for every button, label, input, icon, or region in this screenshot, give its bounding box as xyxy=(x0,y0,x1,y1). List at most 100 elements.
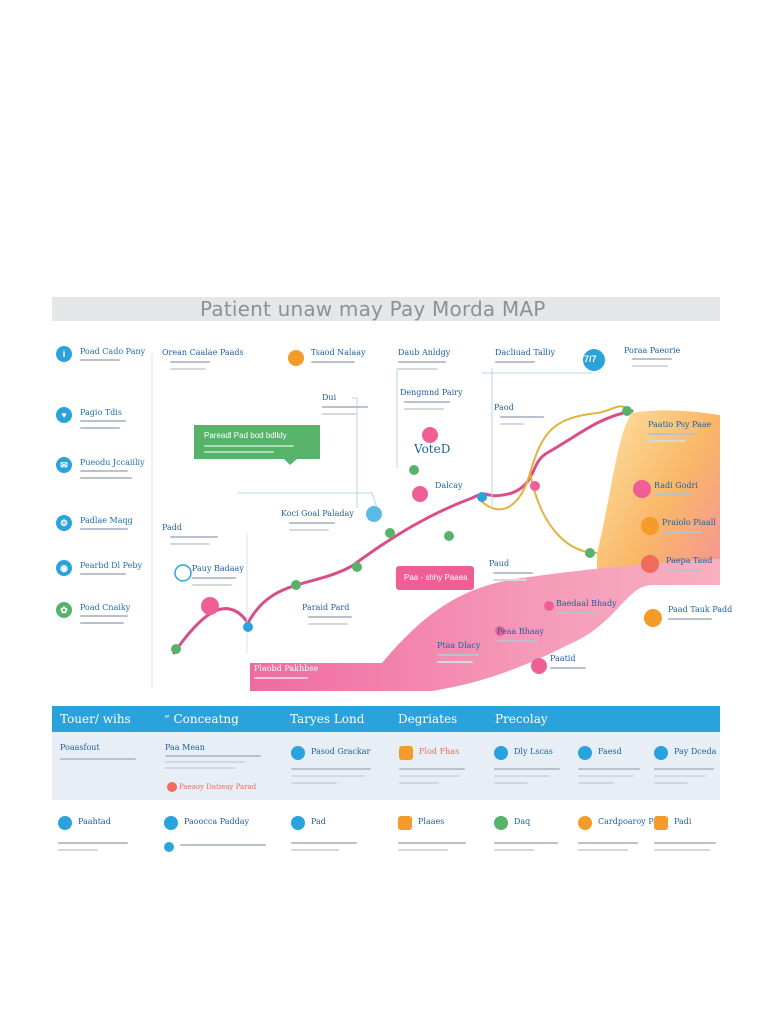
cell-note: Paeaoy Datieay Parad xyxy=(179,783,257,791)
band-label: Precolay xyxy=(495,712,548,726)
stage-label: Pauy Badaay xyxy=(192,564,244,573)
orange-icon xyxy=(641,517,659,535)
text-line xyxy=(80,573,126,575)
cell-title: Flod Fhas xyxy=(419,747,460,756)
text-line xyxy=(289,522,335,524)
path-node xyxy=(585,548,595,558)
orange-icon xyxy=(641,555,659,573)
text-line xyxy=(165,755,261,757)
badge-label: 7/7 xyxy=(584,354,597,364)
gold-path xyxy=(477,405,628,511)
stage-label: Peaa Bhaay xyxy=(497,627,544,636)
star-icon xyxy=(399,746,413,760)
journey-map: i Poad Cado Pany ♥ Pagio Tdis ✉ Pueodu J… xyxy=(52,323,732,695)
pink-banner: Paa - shhy Paaea xyxy=(404,573,468,582)
stage-label: Dengmnd Pairy xyxy=(400,388,463,397)
band-label-text: Conceatng xyxy=(173,712,239,726)
stage-label: Paad Tauk Padd xyxy=(668,605,733,614)
text-line xyxy=(399,775,459,777)
gold-path-2 xyxy=(529,472,598,554)
text-line xyxy=(170,536,218,538)
text-line xyxy=(654,782,688,784)
path-node xyxy=(530,481,540,491)
location-icon xyxy=(654,746,668,760)
stage-label: Paud xyxy=(489,559,510,568)
heart-icon: ♥ xyxy=(56,407,72,423)
text-line xyxy=(165,767,235,769)
legend-label: Poad Cado Pany xyxy=(80,347,146,356)
cell-title: Padi xyxy=(674,817,692,826)
text-line xyxy=(399,782,439,784)
text-line xyxy=(308,616,352,618)
cell-title: Paoocca Padday xyxy=(184,817,250,826)
text-line xyxy=(494,849,534,851)
band-label: Touer/ wihs xyxy=(60,712,131,726)
text-line xyxy=(60,758,136,760)
legend-label: Padlae Maqg xyxy=(80,516,133,525)
heart-icon xyxy=(58,816,72,830)
band-label: Taryes Lond xyxy=(290,712,365,726)
cell-title: Pasod Grackar xyxy=(311,747,371,756)
text-line xyxy=(654,842,716,844)
text-line xyxy=(632,365,668,367)
cell-title: Cardpoaroy Pard xyxy=(598,817,667,826)
text-line xyxy=(322,413,358,415)
text-line xyxy=(494,768,560,770)
text-line xyxy=(204,445,294,447)
alert-icon xyxy=(167,782,177,792)
stage-label: Paraid Pard xyxy=(302,603,350,612)
page-title: Patient unaw may Pay Morda MAP xyxy=(200,297,546,321)
gear-icon: ⚙ xyxy=(56,515,72,531)
text-line xyxy=(192,584,232,586)
text-line xyxy=(654,775,706,777)
cell-title: Paahtad xyxy=(78,817,111,826)
text-line xyxy=(170,543,210,545)
text-line xyxy=(291,768,371,770)
heart-icon xyxy=(422,427,438,443)
text-line xyxy=(165,761,245,763)
legend-label: Pueodu Jccaiiliy xyxy=(80,458,145,467)
stage-label: Daub Anldgy xyxy=(398,348,451,357)
path-node xyxy=(622,406,632,416)
stage-label: Paatid xyxy=(550,654,576,663)
pink-banner-shape xyxy=(396,566,474,590)
text-line xyxy=(654,849,710,851)
text-line xyxy=(662,531,702,533)
stage-label: Plaobd Pakhbse xyxy=(254,664,319,673)
pink-node xyxy=(531,658,547,674)
stage-label: Paatio Psy Paae xyxy=(648,420,712,429)
cell-title: Faesd xyxy=(598,747,622,756)
stage-label: Baedaal Bhady xyxy=(556,599,617,608)
gear-icon xyxy=(578,746,592,760)
text-line xyxy=(578,768,640,770)
text-line xyxy=(437,654,479,656)
voted-label: VoteD xyxy=(414,442,451,456)
text-line xyxy=(493,579,527,581)
chat-icon xyxy=(578,816,592,830)
badge-icon xyxy=(583,349,605,371)
stage-label: Radi Godri xyxy=(654,481,698,490)
text-line xyxy=(578,842,638,844)
clipboard-icon xyxy=(654,816,668,830)
pink-ribbon xyxy=(250,559,720,691)
text-line xyxy=(494,842,558,844)
connector-2 xyxy=(237,492,378,509)
text-line xyxy=(632,358,672,360)
path-node xyxy=(444,531,454,541)
text-line xyxy=(500,423,524,425)
text-line xyxy=(654,768,714,770)
path-node xyxy=(385,528,395,538)
stage-label: Ptaa Dlacy xyxy=(437,641,481,650)
stage-label: Padd xyxy=(162,523,183,532)
text-line xyxy=(495,361,535,363)
cell-title: Daq xyxy=(514,817,531,826)
legend-label: Poad Cnaiky xyxy=(80,603,131,612)
quote-icon: ” xyxy=(164,713,170,726)
text-line xyxy=(80,420,126,422)
text-line xyxy=(170,368,206,370)
text-line xyxy=(254,677,308,679)
text-line xyxy=(578,782,614,784)
footer-row-bg xyxy=(52,732,720,800)
path-node xyxy=(352,562,362,572)
journey-graphic xyxy=(151,349,720,691)
